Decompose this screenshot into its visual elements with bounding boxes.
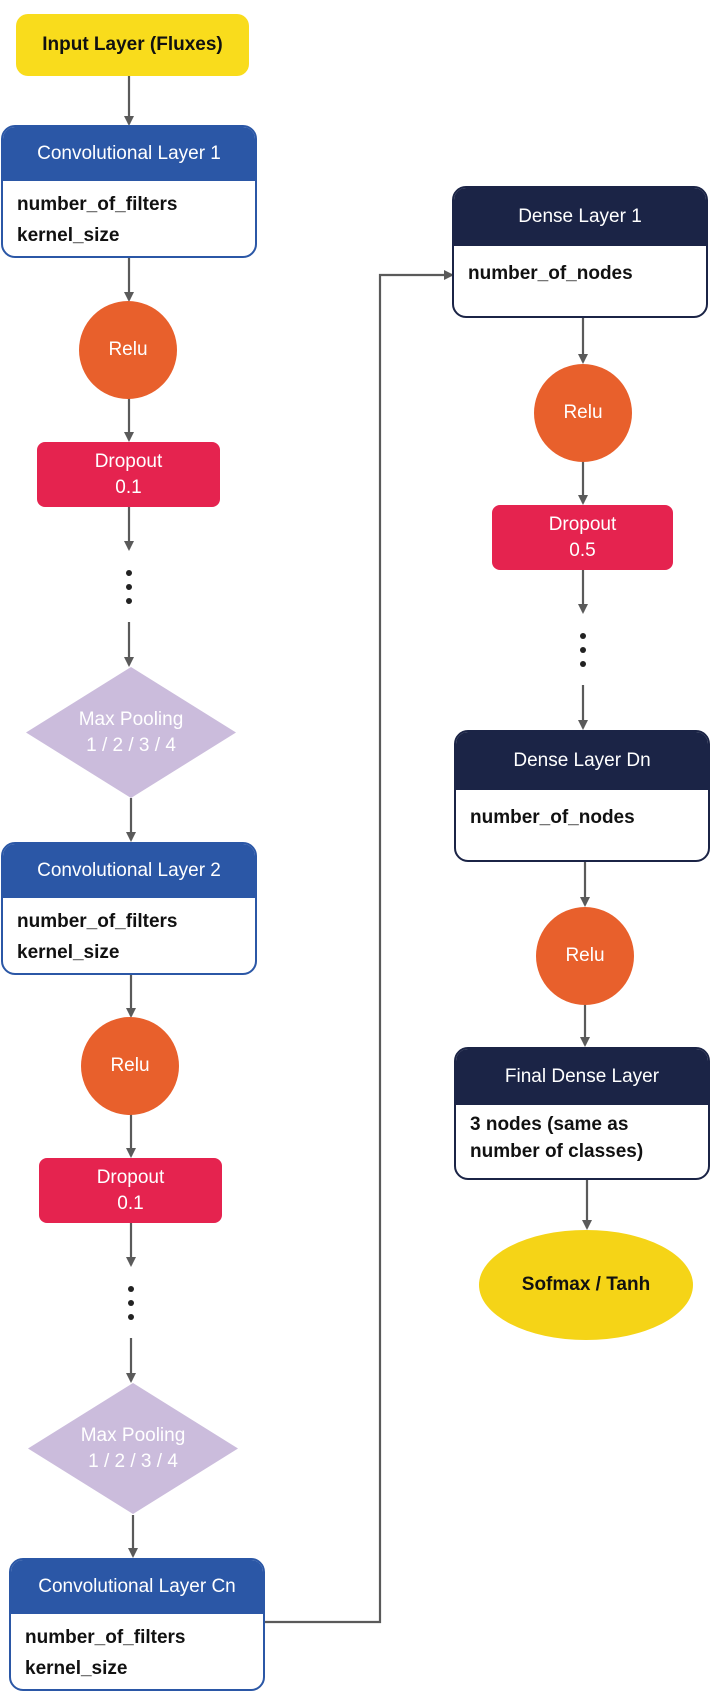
conv-layer-1-title: Convolutional Layer 1 (3, 127, 255, 181)
dropout-rate: 0.1 (117, 1192, 144, 1214)
max-pooling-options: 1 / 2 / 3 / 4 (86, 734, 176, 756)
conv-layer-2-param: number_of_filters (17, 911, 178, 932)
max-pooling-node: Max Pooling 1 / 2 / 3 / 4 (28, 1383, 238, 1514)
final-dense-layer: Final Dense Layer 3 nodes (same as numbe… (454, 1047, 710, 1180)
conv-layer-1: Convolutional Layer 1 number_of_filters … (1, 125, 257, 258)
relu-node: Relu (79, 301, 177, 399)
relu-label: Relu (565, 945, 605, 966)
dense-layer-n: Dense Layer Dn number_of_nodes (454, 730, 710, 862)
relu-label: Relu (108, 339, 148, 360)
dense-layer-n-param: number_of_nodes (470, 807, 635, 828)
final-dense-layer-param: 3 nodes (same as (470, 1114, 629, 1135)
relu-node: Relu (81, 1017, 179, 1115)
dense-layer-1: Dense Layer 1 number_of_nodes (452, 186, 708, 318)
dropout-label: Dropout (548, 513, 617, 535)
dot (126, 598, 132, 604)
output-activation-node: Sofmax / Tanh (479, 1230, 693, 1340)
max-pooling-options: 1 / 2 / 3 / 4 (88, 1450, 178, 1472)
conv-layer-2: Convolutional Layer 2 number_of_filters … (1, 842, 257, 975)
dense-layer-1-title: Dense Layer 1 (454, 188, 706, 246)
dot (126, 584, 132, 590)
conv-layer-2-param: kernel_size (17, 942, 120, 963)
relu-label: Relu (563, 402, 603, 423)
dot (128, 1286, 134, 1292)
dense-layer-1-param: number_of_nodes (468, 263, 633, 284)
ellipsis-dots (128, 1286, 134, 1326)
dropout-rate: 0.1 (115, 476, 142, 498)
dot (580, 633, 586, 639)
dot (128, 1314, 134, 1320)
dense-layer-n-title: Dense Layer Dn (456, 732, 708, 790)
arrow (265, 270, 454, 1624)
dot (126, 570, 132, 576)
dropout-node: Dropout 0.5 (492, 505, 673, 570)
dropout-label: Dropout (94, 450, 163, 472)
conv-layer-n: Convolutional Layer Cn number_of_filters… (9, 1558, 265, 1691)
ellipsis-dots (126, 570, 132, 610)
relu-node: Relu (536, 907, 634, 1005)
relu-label: Relu (110, 1055, 150, 1076)
max-pooling-label: Max Pooling (80, 1424, 186, 1446)
dropout-node: Dropout 0.1 (39, 1158, 222, 1223)
ellipsis-dots (580, 633, 586, 673)
relu-node: Relu (534, 364, 632, 462)
dropout-label: Dropout (96, 1166, 165, 1188)
dot (580, 661, 586, 667)
max-pooling-label: Max Pooling (78, 708, 184, 730)
output-activation-label: Sofmax / Tanh (521, 1274, 651, 1295)
dot (580, 647, 586, 653)
final-dense-layer-param: number of classes) (470, 1141, 644, 1162)
conv-layer-2-title: Convolutional Layer 2 (3, 844, 255, 898)
dropout-node: Dropout 0.1 (37, 442, 220, 507)
conv-layer-1-param: number_of_filters (17, 194, 178, 215)
diamond-shape (28, 1383, 238, 1514)
max-pooling-node: Max Pooling 1 / 2 / 3 / 4 (26, 667, 236, 798)
conv-layer-n-title: Convolutional Layer Cn (11, 1560, 263, 1614)
conv-layer-n-param: number_of_filters (25, 1627, 186, 1648)
input-layer-label: Input Layer (Fluxes) (42, 34, 223, 55)
conv-layer-n-param: kernel_size (25, 1658, 128, 1679)
diamond-shape (26, 667, 236, 798)
input-layer-node: Input Layer (Fluxes) (16, 14, 249, 76)
final-dense-layer-title: Final Dense Layer (456, 1049, 708, 1105)
dropout-rate: 0.5 (569, 539, 596, 561)
conv-layer-1-param: kernel_size (17, 225, 120, 246)
dot (128, 1300, 134, 1306)
